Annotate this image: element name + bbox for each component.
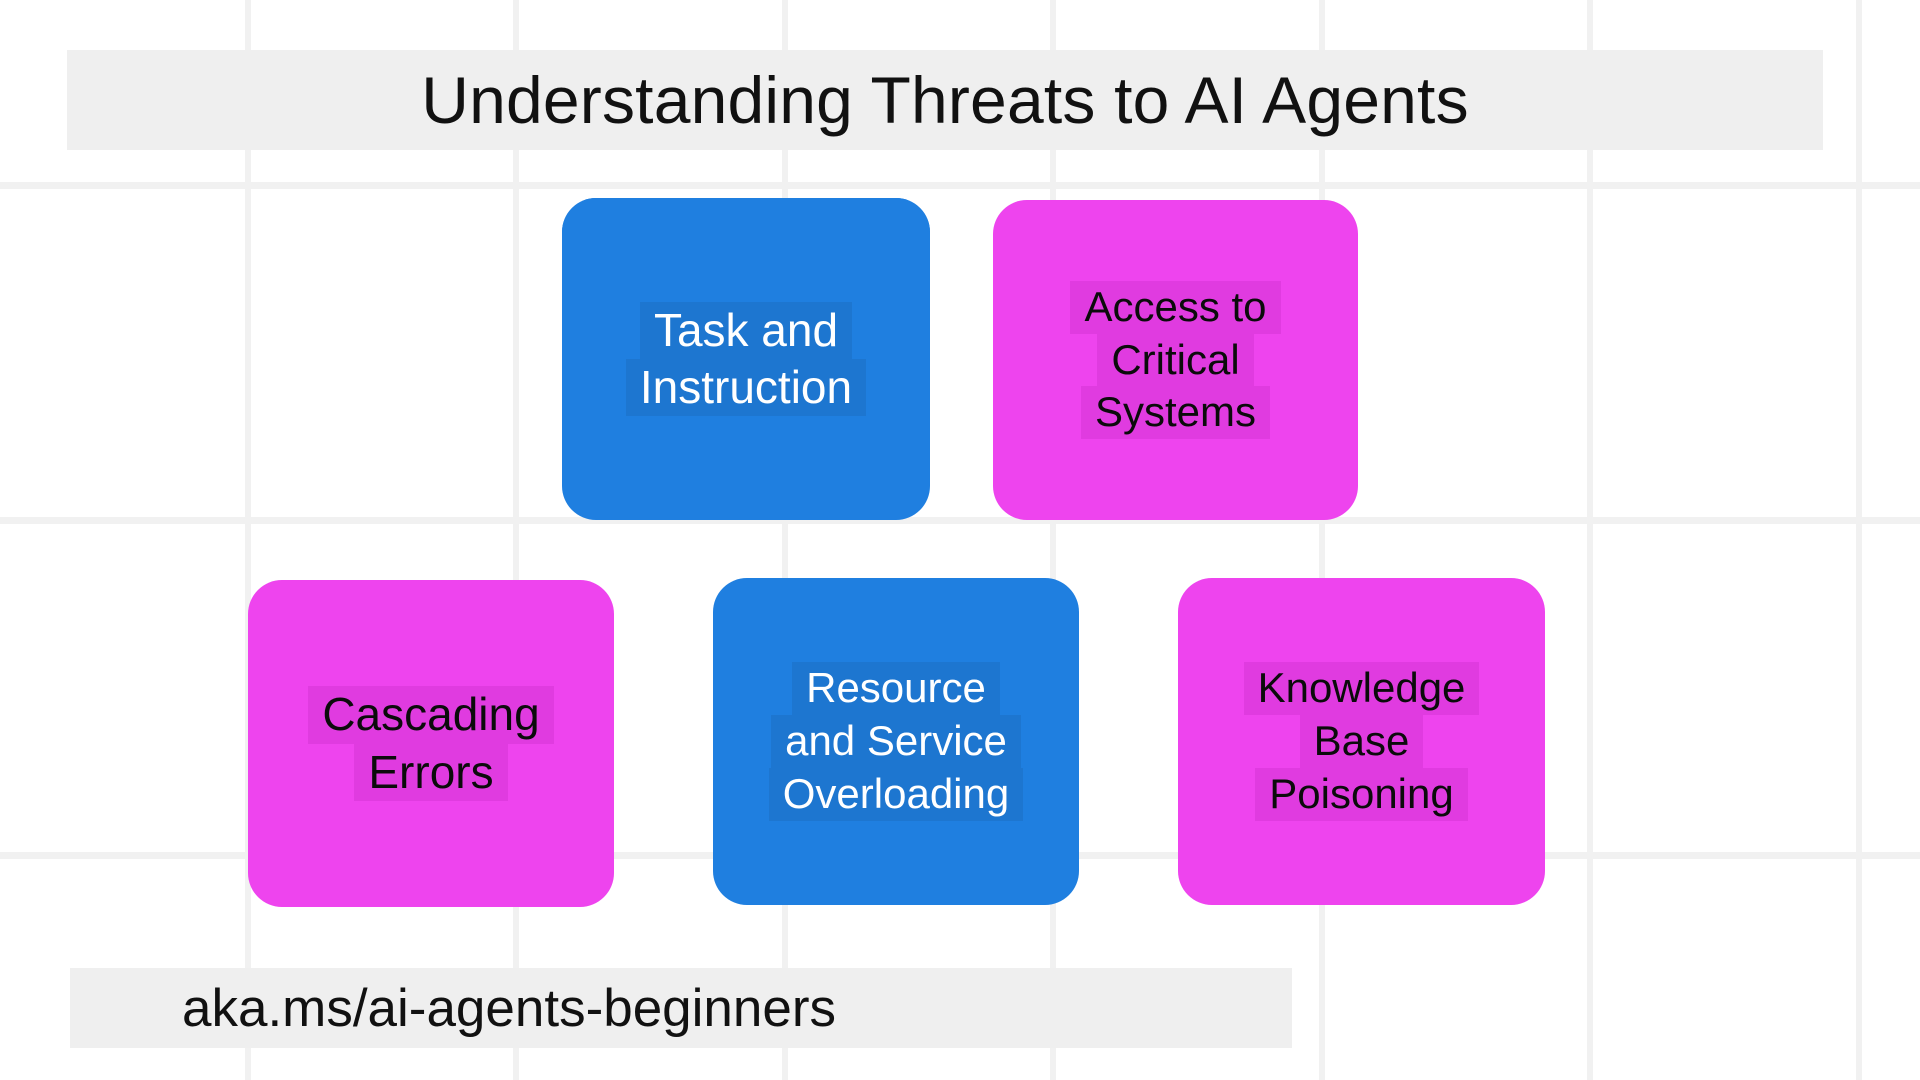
threat-card-knowledge-base-poisoning[interactable]: Knowledge Base Poisoning [1178,578,1545,905]
card-line: Access to [1070,280,1281,334]
grid-hline [0,182,1920,189]
page-title: Understanding Threats to AI Agents [421,63,1469,137]
grid-vline [245,0,251,1080]
grid-vline [1856,0,1862,1080]
card-line: Cascading [308,686,554,744]
threat-card-task-and-instruction[interactable]: Task and Instruction [562,198,930,520]
threat-card-cascading-errors[interactable]: Cascading Errors [248,580,614,907]
card-line: Base [1299,715,1424,768]
threat-card-access-to-critical-systems[interactable]: Access to Critical Systems [993,200,1358,520]
grid-vline [1319,0,1325,1080]
grid-vline [1587,0,1593,1080]
card-line: Poisoning [1255,767,1468,821]
footer-url[interactable]: aka.ms/ai-agents-beginners [182,978,837,1038]
card-line: Instruction [625,359,867,417]
card-line: and Service [771,715,1021,768]
threat-card-resource-and-service-overloading[interactable]: Resource and Service Overloading [713,578,1079,905]
footer-banner: aka.ms/ai-agents-beginners [70,968,1292,1048]
card-line: Knowledge [1243,662,1480,716]
card-line: Critical [1097,333,1254,387]
card-line: Systems [1080,386,1271,440]
grid-vline [1050,0,1056,1080]
grid-vline [513,0,519,1080]
title-banner: Understanding Threats to AI Agents [67,50,1823,150]
card-line: Task and [639,301,853,359]
card-line: Resource [792,662,1000,716]
grid-hline [0,517,1920,524]
card-line: Errors [354,743,508,801]
card-line: Overloading [768,767,1024,821]
grid-vline [782,0,788,1080]
